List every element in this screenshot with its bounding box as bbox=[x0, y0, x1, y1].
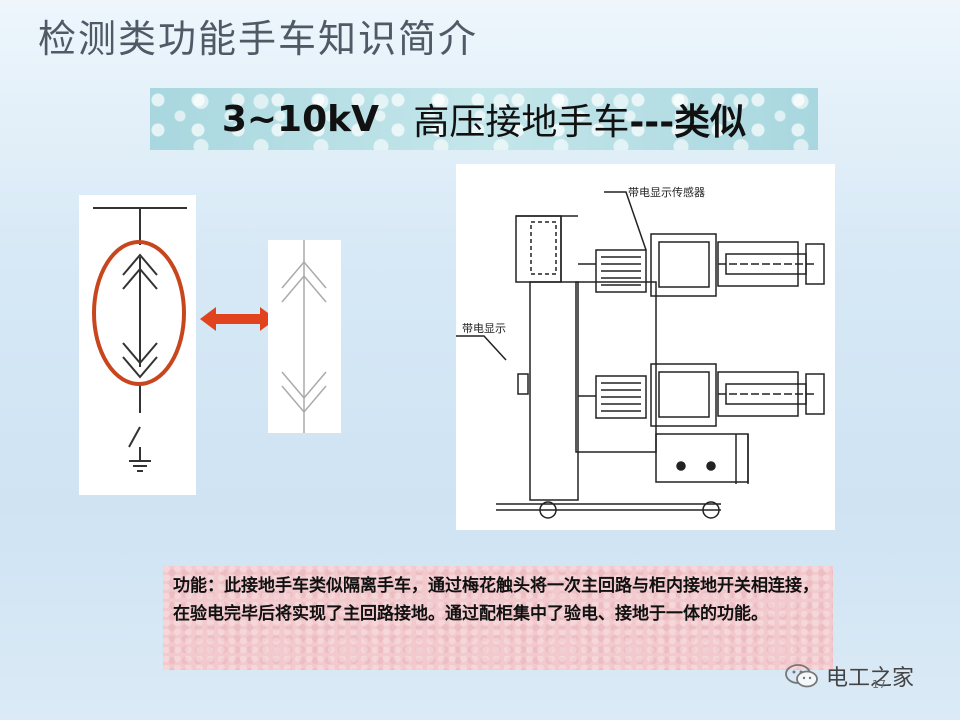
watermark: 电工之家 bbox=[784, 660, 914, 692]
schematic-symbol-panel bbox=[79, 195, 196, 495]
page-number: 17 bbox=[872, 678, 886, 691]
grounding-truck-drawing: 带电显示传感器 带电显示 bbox=[456, 186, 825, 519]
schematic-symbol-drawing bbox=[92, 207, 187, 472]
simplified-symbol-drawing bbox=[281, 240, 327, 433]
banner-suffix: ---类似 bbox=[629, 102, 747, 143]
highlight-ellipse bbox=[92, 240, 186, 386]
function-description: 功能：此接地手车类似隔离手车，通过梅花触头将一次主回路与柜内接地开关相连接，在验… bbox=[163, 566, 833, 670]
watermark-text: 电工之家 bbox=[826, 666, 915, 691]
slide-title: 检测类功能手车知识简介 bbox=[38, 17, 479, 61]
double-arrow-icon bbox=[200, 307, 276, 331]
sensor-label: 带电显示传感器 bbox=[628, 186, 705, 199]
simplified-symbol-panel bbox=[268, 240, 341, 433]
indicator-label: 带电显示 bbox=[462, 322, 506, 335]
wechat-icon bbox=[785, 664, 818, 688]
banner-voltage: 3~10kV bbox=[221, 98, 379, 140]
grounding-truck-drawing-panel: 带电显示传感器 带电显示 bbox=[456, 164, 835, 530]
banner-text: 高压接地手车 bbox=[413, 102, 630, 143]
subtitle-banner: 3~10kV 高压接地手车---类似 bbox=[150, 88, 818, 150]
